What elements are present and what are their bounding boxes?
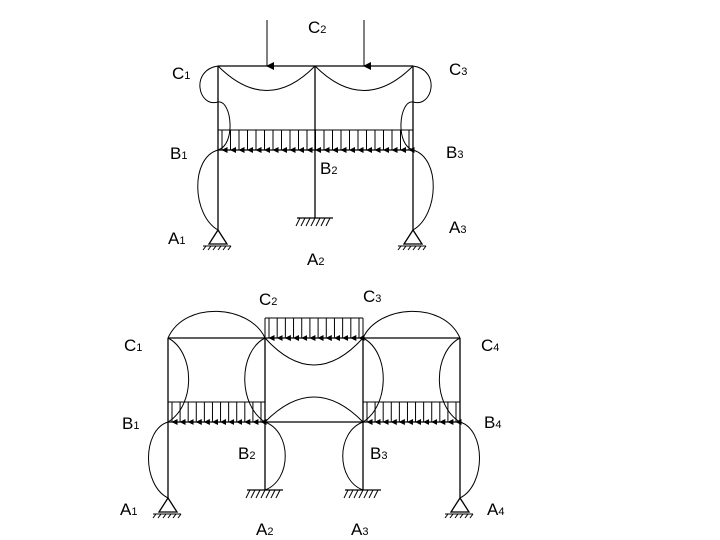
- moment-curve: [400, 65, 432, 151]
- moment-curve: [264, 396, 364, 423]
- node-label-a3: A3: [449, 218, 466, 237]
- node-label-c1: C1: [172, 64, 190, 83]
- node-label-c2: C2: [308, 18, 326, 37]
- moment-curve: [167, 337, 189, 423]
- node-label-b1: B1: [122, 414, 139, 433]
- moment-curve: [314, 65, 414, 91]
- bottom-supports: [152, 489, 474, 519]
- top-point-loads: [266, 20, 371, 70]
- moment-curve: [439, 337, 461, 423]
- distributed-load-arrows: [171, 318, 462, 425]
- node-label-a1: A1: [168, 229, 185, 248]
- pin-support-icon: [152, 496, 182, 519]
- bottom-frame: C2 C3 C1 C4 B1 B2 B3 B4 A1 A2 A3 A4: [120, 287, 504, 539]
- node-label-b3: B3: [370, 444, 387, 463]
- node-label-b2: B2: [238, 444, 255, 463]
- node-label-b4: B4: [484, 413, 501, 432]
- bottom-distributed-loads: [168, 317, 462, 425]
- top-moment-curves: [197, 65, 434, 231]
- moment-curve: [197, 149, 219, 231]
- bottom-labels: C2 C3 C1 C4 B1 B2 B3 B4 A1 A2 A3 A4: [120, 287, 504, 539]
- moment-curve: [264, 421, 286, 491]
- moment-curve: [362, 310, 461, 339]
- moment-curve: [412, 149, 434, 231]
- moment-curve: [199, 65, 231, 151]
- node-label-a2: A2: [256, 520, 273, 539]
- top-distributed-load: [218, 129, 415, 153]
- node-label-c3: C3: [449, 60, 467, 79]
- node-label-b3: B3: [446, 143, 463, 162]
- node-label-a4: A4: [487, 500, 504, 519]
- fixed-support-icon: [295, 217, 333, 227]
- moment-curve: [342, 421, 364, 491]
- node-label-c3: C3: [363, 287, 381, 306]
- moment-curve: [148, 421, 169, 499]
- pin-support-icon: [444, 496, 474, 519]
- pin-support-icon: [397, 228, 427, 251]
- fixed-support-icon: [343, 489, 381, 499]
- top-supports: [202, 217, 427, 251]
- node-label-a2: A2: [307, 250, 324, 269]
- fixed-support-icon: [245, 489, 283, 499]
- node-label-b1: B1: [170, 144, 187, 163]
- distributed-load-arrows: [221, 130, 415, 153]
- moment-curve: [244, 337, 266, 423]
- node-label-a1: A1: [120, 500, 137, 519]
- node-label-a3: A3: [351, 520, 368, 539]
- node-label-c4: C4: [481, 336, 499, 355]
- bottom-moment-curves: [148, 310, 480, 499]
- node-label-c2: C2: [259, 290, 277, 309]
- top-labels: C2 C1 C3 B1 B2 B3 A1 A2 A3: [168, 18, 467, 269]
- moment-curve: [459, 421, 480, 499]
- node-label-b2: B2: [320, 159, 337, 178]
- top-frame: C2 C1 C3 B1 B2 B3 A1 A2 A3: [168, 18, 467, 269]
- bottom-frame-members: [167, 337, 461, 498]
- moment-curve: [217, 65, 316, 91]
- moment-curve: [167, 310, 266, 339]
- moment-curve: [362, 337, 384, 423]
- moment-curve: [264, 337, 364, 366]
- pin-support-icon: [202, 228, 232, 251]
- node-label-c1: C1: [124, 336, 142, 355]
